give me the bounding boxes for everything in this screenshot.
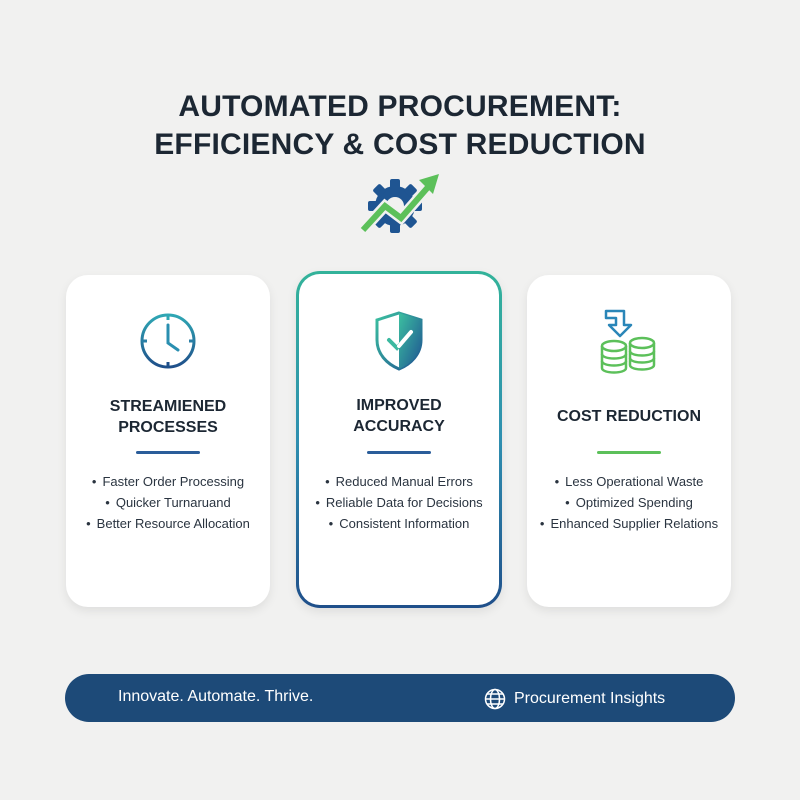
card-title: STREAMIENED PROCESSES <box>66 396 270 438</box>
card-divider <box>136 451 200 454</box>
globe-icon <box>484 688 506 710</box>
bullet-list: Less Operational Waste Optimized Spendin… <box>527 471 731 534</box>
bullet-list: Faster Order Processing Quicker Turnarua… <box>66 471 270 534</box>
footer-tagline: Innovate. Automate. Thrive. <box>118 688 314 705</box>
card-title-line-1: STREAMIENED <box>109 398 227 415</box>
page-title: AUTOMATED PROCUREMENT: EFFICIENCY & COST… <box>0 88 800 164</box>
card-divider <box>597 451 661 454</box>
footer-banner: Innovate. Automate. Thrive. Procurement … <box>65 674 735 722</box>
bullet-list: Reduced Manual Errors Reliable Data for … <box>299 471 499 534</box>
bullet-item: Faster Order Processing <box>66 471 270 492</box>
card-title-line-2: ACCURACY <box>353 418 445 435</box>
footer-brand: Procurement Insights <box>484 688 665 710</box>
bullet-item: Less Operational Waste <box>527 471 731 492</box>
shield-check-icon <box>375 311 423 371</box>
card-divider <box>367 451 431 454</box>
card-cost-reduction: COST REDUCTION Less Operational Waste Op… <box>527 275 731 607</box>
bullet-item: Consistent Information <box>299 513 499 534</box>
bullet-item: Reliable Data for Decisions <box>299 492 499 513</box>
gear-with-growth-arrow-icon <box>358 174 439 234</box>
card-title: IMPROVED ACCURACY <box>299 395 499 437</box>
card-title-line-2: PROCESSES <box>118 419 218 436</box>
coins-down-arrow-icon <box>600 309 656 374</box>
bullet-item: Optimized Spending <box>527 492 731 513</box>
clock-icon <box>140 313 196 369</box>
bullet-item: Quicker Turnaruand <box>66 492 270 513</box>
footer-brand-label: Procurement Insights <box>514 690 666 707</box>
bullet-item: Better Resource Allocation <box>66 513 270 534</box>
title-line-2: EFFICIENCY & COST REDUCTION <box>154 128 646 161</box>
bullet-item: Reduced Manual Errors <box>299 471 499 492</box>
title-line-1: AUTOMATED PROCUREMENT: <box>178 90 622 123</box>
card-title: COST REDUCTION <box>527 406 731 427</box>
card-streamlined-processes: STREAMIENED PROCESSES Faster Order Proce… <box>66 275 270 607</box>
bullet-item: Enhanced Supplier Relations <box>527 513 731 534</box>
card-improved-accuracy: IMPROVED ACCURACY Reduced Manual Errors … <box>296 271 502 608</box>
card-title-line-1: IMPROVED <box>356 397 442 414</box>
card-title-line-1: COST REDUCTION <box>557 408 701 425</box>
